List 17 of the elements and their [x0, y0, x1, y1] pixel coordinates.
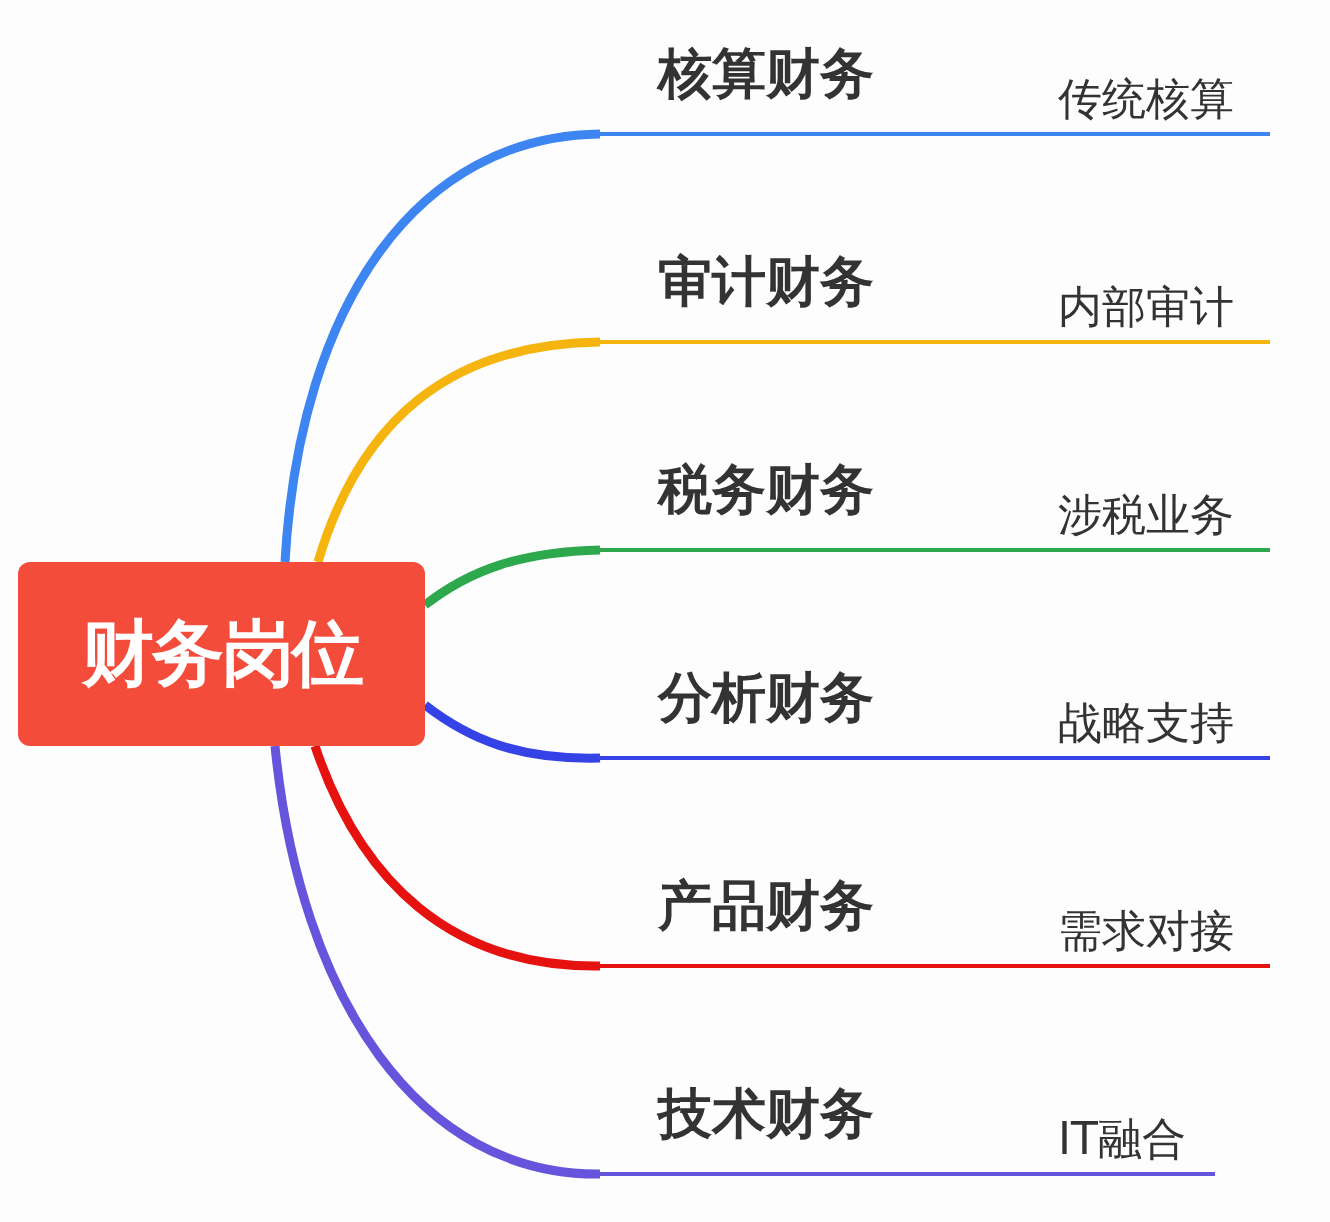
branch-detail: 涉税业务	[1058, 488, 1234, 542]
branch-title: 分析财务	[658, 665, 874, 731]
branch-detail: 内部审计	[1058, 280, 1234, 334]
branch-detail: IT融合	[1058, 1112, 1186, 1166]
branch-connector	[313, 337, 601, 564]
branch-title: 税务财务	[658, 457, 874, 523]
branch-detail: 传统核算	[1058, 72, 1234, 126]
branch-detail: 需求对接	[1058, 904, 1234, 958]
branch-title: 审计财务	[658, 249, 874, 315]
branch-title: 产品财务	[658, 873, 874, 939]
branch-connector	[280, 129, 601, 563]
branch-title: 技术财务	[658, 1081, 874, 1147]
branch-connector	[270, 745, 601, 1179]
branch-title: 核算财务	[658, 41, 874, 107]
root-box: 财务岗位	[18, 562, 425, 746]
branch-detail: 战略支持	[1058, 696, 1234, 750]
branch-connector	[310, 744, 601, 971]
